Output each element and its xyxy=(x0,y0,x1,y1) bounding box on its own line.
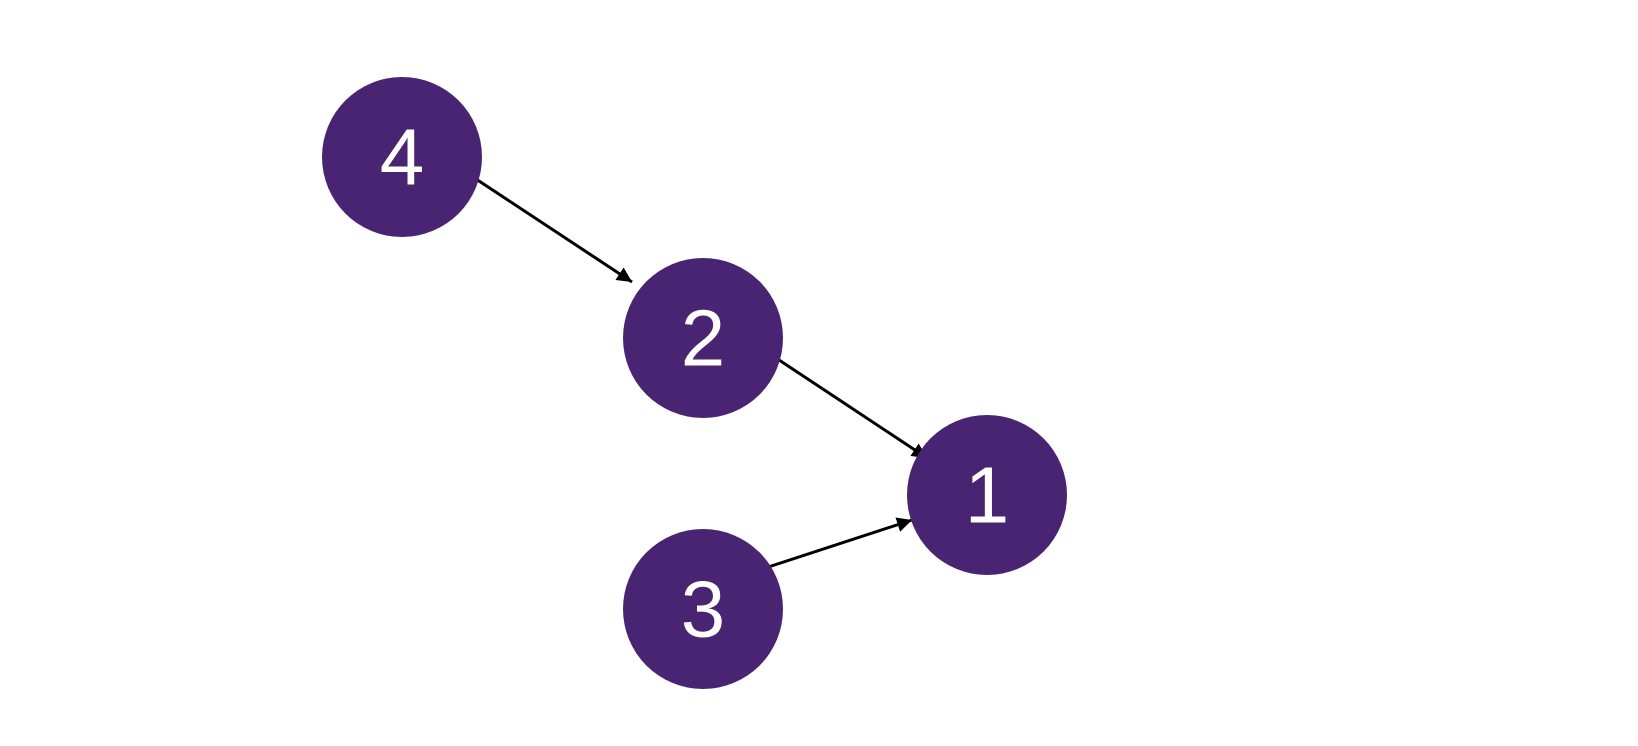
edges-layer xyxy=(475,177,928,573)
node-4-label: 4 xyxy=(380,113,425,202)
node-4[interactable]: 4 xyxy=(322,77,482,237)
node-3-circle xyxy=(623,529,783,689)
node-2-label: 2 xyxy=(681,294,726,383)
node-1-circle xyxy=(907,415,1067,575)
edge-2-to-1 xyxy=(769,352,928,460)
node-2[interactable]: 2 xyxy=(623,258,783,418)
node-1-label: 1 xyxy=(965,451,1010,540)
nodes-layer: 4 2 1 3 xyxy=(322,77,1067,689)
node-1[interactable]: 1 xyxy=(907,415,1067,575)
edge-3-to-1 xyxy=(755,517,913,573)
node-3-label: 3 xyxy=(681,565,726,654)
edge-4-to-2 xyxy=(475,177,633,284)
node-2-circle xyxy=(623,258,783,418)
node-4-circle xyxy=(322,77,482,237)
node-3[interactable]: 3 xyxy=(623,529,783,689)
